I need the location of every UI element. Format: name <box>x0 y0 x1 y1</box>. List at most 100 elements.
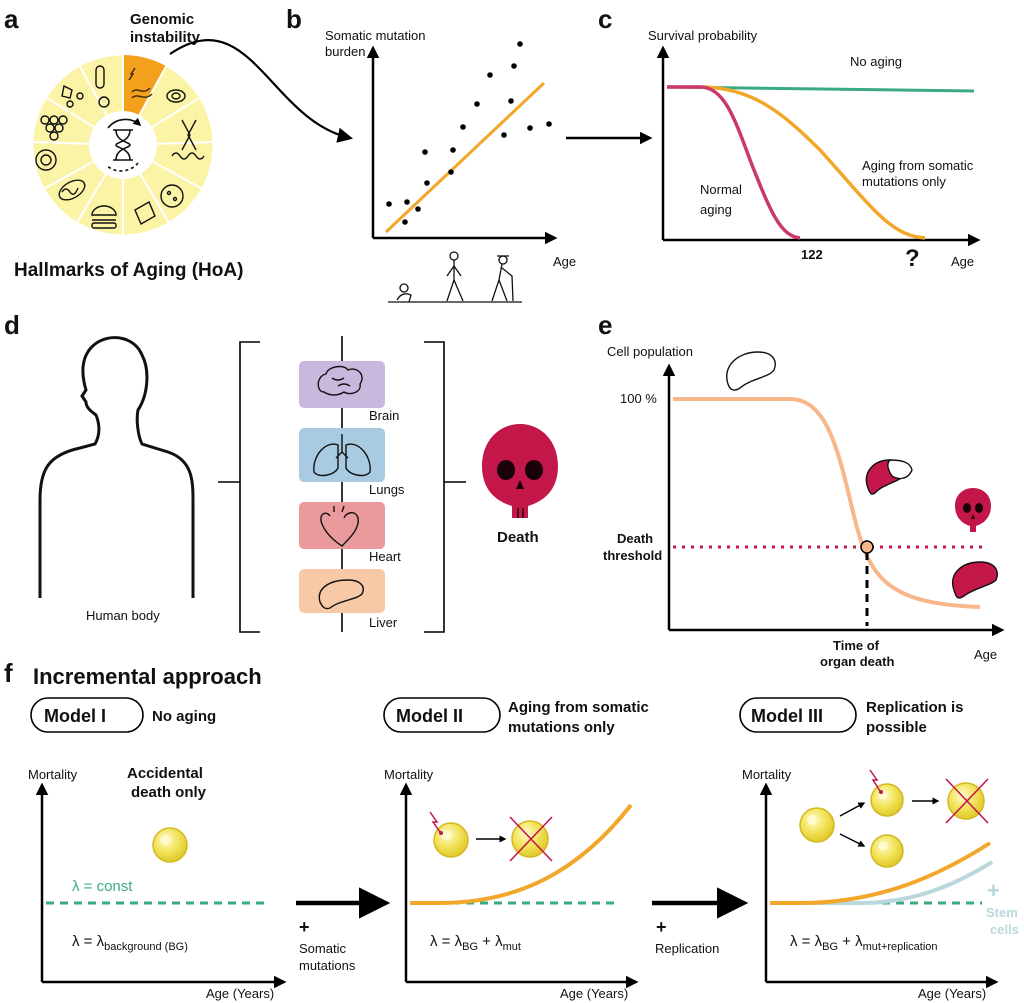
model-3-subtitle-line1: Replication is <box>866 699 964 716</box>
model-1-pill <box>30 697 144 733</box>
intersection-point <box>860 540 874 554</box>
model-1-ylabel: Mortality <box>28 767 78 782</box>
ylabel-line1: Somatic mutation <box>325 28 425 43</box>
model-3-mortality-curve <box>770 841 992 905</box>
model-3-cross-icon <box>945 778 989 824</box>
liver-icon <box>318 579 364 610</box>
model-3-formula-a: λ = λ <box>790 933 823 950</box>
threshold-label-line1: Death <box>617 531 653 546</box>
arrow-model-1-to-2: + Somatic mutations <box>296 887 391 973</box>
model-2-cell <box>433 822 469 858</box>
model-3-mutation-bolt-icon <box>869 769 881 792</box>
model-3-formula-b: + λ <box>838 933 863 950</box>
panel-letter-f: f <box>4 658 13 688</box>
somatic-label-line2: mutations only <box>862 174 946 189</box>
highlight-label-line1: Genomic <box>130 11 194 28</box>
chromosome-icon <box>181 119 197 151</box>
arrow-1-label-line1: Somatic <box>299 941 346 956</box>
aging-people-icon <box>388 251 522 303</box>
model-2-formula-sub1: BG <box>462 941 478 953</box>
healthy-liver-icon <box>726 351 776 391</box>
model-2-name: Model II <box>396 706 463 726</box>
cell-cluster-icon <box>40 115 68 141</box>
model-2-mutation-bolt-icon <box>429 811 441 833</box>
model-3-subtitle-line2: possible <box>866 719 927 736</box>
somatic-only-curve <box>667 85 926 240</box>
model-2-ylabel: Mortality <box>384 767 434 782</box>
model-3-mutated-cell <box>870 783 904 817</box>
model-1-cell <box>152 827 188 863</box>
model-1-formula-main: λ = λ <box>72 933 105 950</box>
normal-label-line1: Normal <box>700 182 742 197</box>
normal-label-line2: aging <box>700 202 732 217</box>
arrow-model-2-to-3: + Replication <box>652 887 749 956</box>
stem-cell-icon <box>95 65 110 108</box>
xlabel: Age <box>553 254 576 269</box>
model-1-note-line1: Accidental <box>127 765 203 782</box>
model-3-ylabel: Mortality <box>742 767 792 782</box>
model-2-subtitle-line2: mutations only <box>508 719 615 736</box>
senescent-cell-icon <box>35 149 57 171</box>
organ-label-heart: Heart <box>369 549 401 564</box>
model-3-parent-cell <box>799 807 835 843</box>
dna-lightning-icon <box>128 67 153 99</box>
organ-label-liver: Liver <box>369 615 398 630</box>
mitochondrion-icon <box>58 179 86 201</box>
scatter-points <box>386 41 552 225</box>
brain-icon <box>317 365 363 396</box>
somatic-label-line1: Aging from somatic <box>862 158 974 173</box>
model-3-formula-sub1: BG <box>822 941 838 953</box>
model-2-mortality-curve <box>410 803 633 905</box>
model-3-stem-curve <box>770 860 994 905</box>
cell-population-curve <box>673 397 981 609</box>
model-3-pill <box>739 697 857 733</box>
model-1-note-line2: death only <box>131 784 207 801</box>
time-label-line2: organ death <box>820 654 894 669</box>
model-3-daughter-cell <box>870 834 904 868</box>
hallmarks-wheel <box>32 54 214 236</box>
model-2: Model II Aging from somatic mutations on… <box>383 697 649 1001</box>
model-3-formula-sub2: mut+replication <box>863 941 938 953</box>
threshold-label-line2: threshold <box>603 548 662 563</box>
model-2-formula: λ = λBG + λmut <box>430 933 521 953</box>
trend-line <box>384 81 546 234</box>
model-3-split-arrow-top <box>839 802 866 817</box>
panel-a: a <box>4 4 354 281</box>
panel-letter-d: d <box>4 310 20 340</box>
stem-label-line1: Stem <box>986 905 1018 920</box>
no-aging-label: No aging <box>850 54 902 69</box>
time-label-line1: Time of <box>833 638 880 653</box>
model-3-xlabel: Age (Years) <box>918 986 986 1001</box>
panel-b: b Somatic mutation burden Age <box>286 4 576 303</box>
question-mark: ? <box>905 245 920 272</box>
model-1-formula: λ = λbackground (BG) <box>72 933 188 953</box>
small-skull-icon <box>955 488 991 532</box>
model-2-subtitle-line1: Aging from somatic <box>508 699 649 716</box>
organ-label-brain: Brain <box>369 408 399 423</box>
bracket-right <box>424 341 445 633</box>
arrow-1-label-line2: mutations <box>299 958 356 973</box>
hourglass-icon <box>105 117 142 172</box>
signaling-molecules-icon <box>61 84 84 108</box>
model-2-cross-icon <box>509 816 553 862</box>
cell-organelle-icon <box>160 184 184 208</box>
dead-liver-icon <box>951 561 998 599</box>
protein-squiggle-icon <box>171 152 205 160</box>
model-2-xlabel: Age (Years) <box>560 986 628 1001</box>
telomere-icon <box>166 89 186 103</box>
model-1-subtitle: No aging <box>152 708 216 725</box>
model-2-formula-a: λ = λ <box>430 933 463 950</box>
model-1-xlabel: Age (Years) <box>206 986 274 1001</box>
panel-letter-b: b <box>286 4 302 34</box>
normal-aging-curve <box>667 85 801 240</box>
model-3-name: Model III <box>751 706 823 726</box>
model-1-name: Model I <box>44 706 106 726</box>
heart-box <box>299 502 385 549</box>
bracket-left <box>239 341 260 633</box>
stem-label-line2: cells <box>990 922 1019 937</box>
wheel-center <box>89 111 157 179</box>
arrow-2-plus: + <box>656 917 667 937</box>
model-2-formula-b: + λ <box>478 933 503 950</box>
panel-f: f Incremental approach Model I No aging … <box>4 658 1019 1001</box>
